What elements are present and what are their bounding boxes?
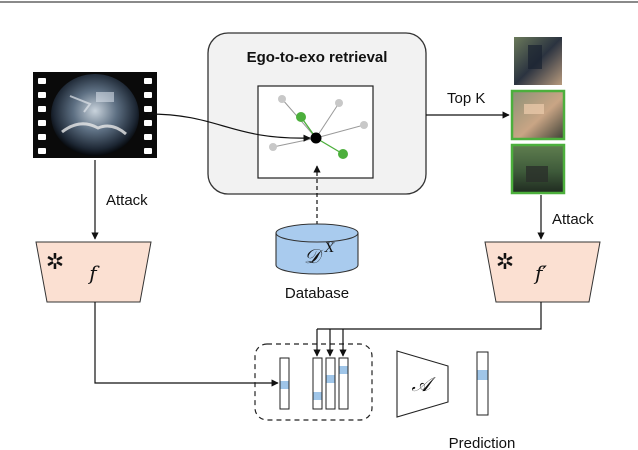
prediction-highlight [477, 370, 488, 380]
query-point [310, 132, 322, 144]
database-label: Database [285, 285, 349, 302]
retrieval-title: Ego-to-exo retrieval [247, 49, 388, 66]
encoder-f-output-arrow [94, 302, 279, 387]
database-cylinder-icon [275, 223, 359, 275]
attack-label-left: Attack [106, 192, 148, 209]
database-symbol: 𝒟 [304, 244, 324, 268]
ego-video-film-icon [33, 72, 157, 158]
top-k-exo-images [510, 37, 566, 195]
encoder-f [35, 241, 152, 303]
database-superscript: X [324, 241, 335, 256]
classifier-A [396, 350, 449, 418]
encoder-f-prime [484, 241, 601, 303]
feature-stack-box [254, 343, 373, 421]
embedding-space-box [257, 85, 374, 179]
top-k-label: Top K [447, 90, 485, 107]
match-point [296, 112, 306, 122]
encoder-f-prime-output-line [317, 302, 542, 330]
encoder-f-prime-label: f′ [533, 261, 547, 285]
snowflake-icon: ✲ [496, 250, 514, 275]
match-point [338, 149, 348, 159]
snowflake-icon: ✲ [46, 250, 64, 275]
query-arrow [147, 113, 311, 142]
feature-vectors [279, 357, 349, 410]
attack-label-right: Attack [552, 211, 594, 228]
prediction-vector [476, 351, 489, 416]
prediction-label: Prediction [449, 435, 516, 450]
